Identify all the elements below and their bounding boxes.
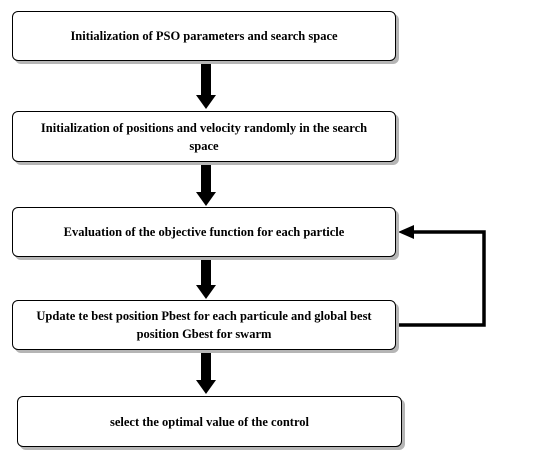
step-init-parameters: Initialization of PSO parameters and sea… [12, 11, 396, 61]
step-select-optimal-label: select the optimal value of the control [109, 414, 310, 429]
step-update-best-positions: Update te best position Pbest for each p… [12, 300, 396, 350]
step-select-optimal: select the optimal value of the control [17, 396, 402, 447]
step-evaluate-objective: Evaluation of the objective function for… [12, 207, 396, 257]
arrow-step2-to-step3 [196, 162, 216, 206]
feedback-loop-arrow [396, 225, 486, 327]
step-update-best-positions-label: Update te best position Pbest for each p… [36, 309, 372, 341]
arrow-step4-to-step5 [196, 350, 216, 394]
arrow-step3-to-step4 [196, 257, 216, 299]
step-evaluate-objective-label: Evaluation of the objective function for… [63, 225, 345, 239]
step-init-parameters-label: Initialization of PSO parameters and sea… [70, 29, 338, 43]
step-init-positions-label: Initialization of positions and velocity… [40, 120, 368, 153]
arrow-step1-to-step2 [196, 61, 216, 109]
step-init-positions: Initialization of positions and velocity… [12, 111, 396, 162]
